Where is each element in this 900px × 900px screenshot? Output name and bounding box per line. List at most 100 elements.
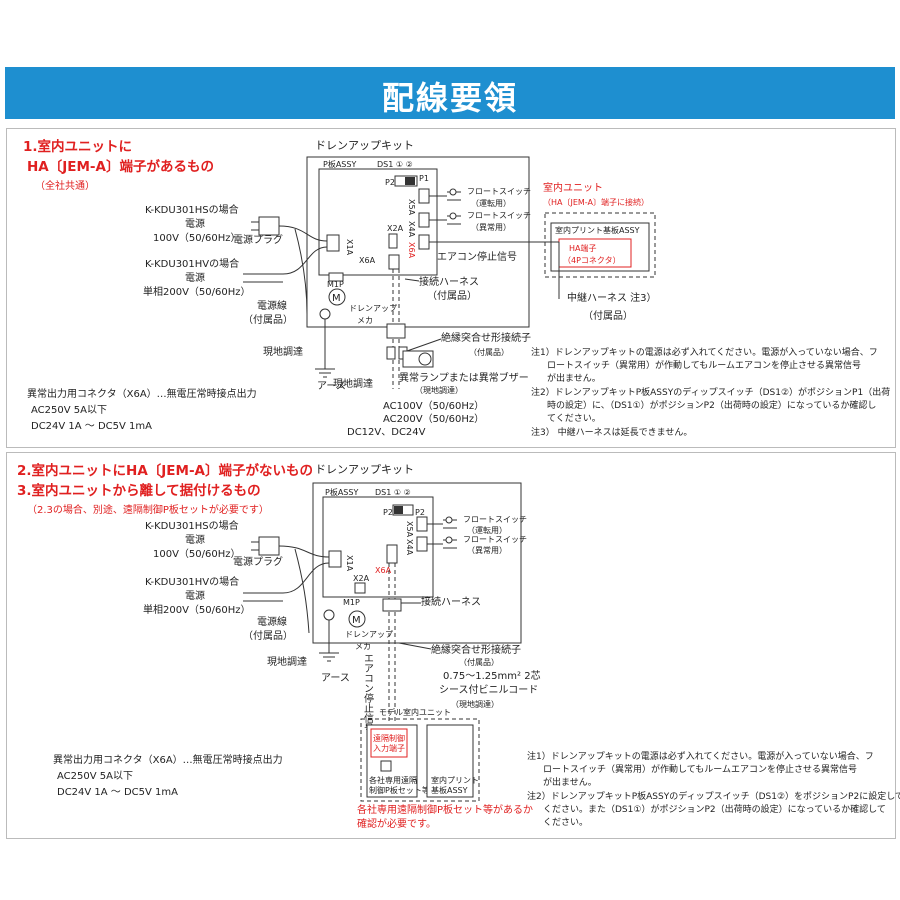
- float2-icon: [449, 212, 457, 220]
- drainup-mech-2: メカ: [357, 316, 373, 325]
- x5a-connector: [416, 516, 428, 532]
- section-2-title-line1: 2.室内ユニットにHA〔JEM-A〕端子がないもの: [17, 462, 313, 479]
- terminal-label: 絶縁突合せ形接続子: [441, 331, 531, 344]
- section-2-title-line2: 3.室内ユニットから離して据付けるもの: [17, 482, 261, 499]
- power-cord-1: [278, 225, 328, 242]
- supplied-label: （付属品）: [243, 313, 293, 326]
- lamp-sub: （現地調達）: [415, 385, 463, 395]
- power1-label: 電源: [185, 217, 205, 230]
- note3: 注3） 中継ハーネスは延長できません。: [531, 426, 692, 438]
- stop-signal-vertical: エアコン停止信号: [362, 653, 374, 734]
- motor-icon: [328, 288, 346, 306]
- power1-label: 電源: [185, 533, 205, 546]
- x6a-wire: [388, 563, 396, 723]
- site-label: 現地調達: [267, 655, 307, 668]
- indoor-unit-label: 室内ユニット: [543, 181, 603, 194]
- power-line-label: 電源線: [257, 299, 287, 312]
- note2-a: 注2）ドレンアップキットP板ASSYのディップスイッチ（DS1②）がポジションP…: [531, 386, 890, 398]
- motor-label: M: [332, 293, 341, 304]
- section-1-panel: 1.室内ユニットに HA〔JEM-A〕端子があるもの （全社共通） ドレンアップ…: [6, 128, 896, 448]
- dc-label: DC12V、DC24V: [347, 427, 426, 438]
- harness-label: 接続ハーネス: [419, 275, 479, 288]
- note2-c: ください。: [543, 817, 588, 828]
- remote-connector: [380, 760, 392, 772]
- harness-connector: [382, 598, 402, 612]
- x6a-conn: [418, 234, 430, 250]
- float2-icon: [445, 536, 453, 544]
- remote-terminal-1: 遠隔制御: [373, 733, 405, 743]
- dip-switch-knob: [405, 177, 415, 185]
- header-banner: 配線要領: [5, 67, 895, 119]
- note2-a: 注2）ドレンアップキットP板ASSYのディップスイッチ（DS1②）をポジションP…: [527, 790, 900, 802]
- note1-b: ロートスイッチ（異常用）が作動してもルームエアコンを停止させる異常信号: [543, 763, 857, 775]
- kit-title: ドレンアップキット: [315, 139, 414, 152]
- x6a-connector: [386, 544, 398, 564]
- drainup-mech-1: ドレンアップ: [345, 630, 393, 639]
- ha-4p-label: （4Pコネクタ）: [563, 256, 621, 265]
- stop-signal-label: エアコン停止信号: [437, 250, 517, 263]
- harness-connector: [386, 323, 406, 339]
- x4a-label: X4A: [407, 221, 416, 238]
- pboard-label: P板ASSY: [325, 487, 358, 497]
- cord2-label: シース付ビニルコード: [439, 683, 538, 696]
- cord-curve: [294, 228, 308, 315]
- harness-leader: [404, 278, 420, 282]
- x6a-conn-label: X6A: [375, 566, 392, 575]
- x2a-connector: [388, 233, 398, 249]
- float1-icon: [445, 516, 453, 524]
- kit-title: ドレンアップキット: [315, 463, 414, 476]
- note1-a: 注1）ドレンアップキットの電源は必ず入れてください。電源が入っていない場合、フ: [527, 750, 874, 762]
- float2-sub: （異常用）: [467, 546, 507, 555]
- section-2-subtitle: （2.3の場合、別途、遠隔制御P板セットが必要です）: [27, 503, 269, 516]
- dip-switch-knob: [394, 506, 403, 514]
- float1-label: フロートスイッチ: [467, 187, 531, 196]
- cord-sub: （現地調達）: [451, 699, 499, 709]
- note2-b: ください。また（DS1①）がポジションP2（出荷時の設定）になっているか確認して: [543, 803, 886, 815]
- m1p-label: M1P: [327, 280, 344, 289]
- power-cord-2: [243, 246, 328, 283]
- output-title: 異常出力用コネクタ（X6A）…無電圧常時接点出力: [27, 387, 257, 400]
- p2b-label: P2: [415, 508, 425, 517]
- confirm-2: 確認が必要です。: [357, 817, 436, 830]
- plug-icon: [258, 536, 280, 556]
- earth-line: [319, 620, 339, 662]
- power2-voltage: 単相200V（50/60Hz）: [143, 285, 251, 298]
- note1-c: が出ません。: [543, 776, 597, 788]
- pboard-label: P板ASSY: [323, 159, 356, 169]
- m1p-label: M1P: [343, 598, 360, 607]
- output-ac: AC250V 5A以下: [31, 405, 107, 416]
- site-label: 現地調達: [263, 345, 303, 358]
- note2-b: 時の設定）に、（DS1①）がポジションP2（出荷時の設定）になっているか確認し: [547, 399, 876, 411]
- x6a-connector: [388, 254, 400, 270]
- remote-terminal-2: 入力端子: [373, 743, 405, 753]
- kdu-hv-label: K-KDU301HVの場合: [145, 257, 239, 270]
- earth-terminal-icon: [323, 609, 335, 621]
- drainup-mech-1: ドレンアップ: [349, 304, 397, 313]
- earth-label: アース: [317, 381, 346, 392]
- harness-sub: （付属品）: [427, 289, 477, 302]
- output-dc: DC24V 1A ～ DC5V 1mA: [57, 787, 178, 798]
- x6a-label: X6A: [359, 256, 376, 265]
- terminal-leader: [398, 642, 432, 650]
- plug-label: 電源プラグ: [233, 233, 283, 246]
- p2-label: P2: [383, 508, 393, 517]
- x1a-label: X1A: [345, 555, 354, 572]
- plug-pins: [251, 541, 259, 551]
- float2-sub: （異常用）: [471, 223, 511, 232]
- power-line-label: 電源線: [257, 615, 287, 628]
- indoor-unit-sub: （HA〔JEM-A〕端子に接続）: [543, 197, 649, 207]
- remote-set-2: 制御P板セット等: [369, 785, 430, 795]
- ds-label: DS1 ① ②: [377, 160, 413, 169]
- indoor-unit-box: [544, 212, 656, 278]
- pboard-box: [318, 168, 438, 276]
- terminal-sub: （付属品）: [459, 657, 499, 667]
- harness-label: 接続ハーネス: [421, 595, 481, 608]
- indoor-board-1: 室内プリント: [431, 775, 479, 785]
- x5a-label: X5A: [405, 521, 414, 538]
- x2a-connector: [354, 582, 366, 594]
- kdu-hs-label: K-KDU301HSの場合: [145, 203, 239, 216]
- float2-label: フロートスイッチ: [467, 211, 531, 220]
- power-cord-1: [278, 545, 330, 558]
- terminal-sub: （付属品）: [469, 347, 509, 357]
- motor-icon: [348, 610, 366, 628]
